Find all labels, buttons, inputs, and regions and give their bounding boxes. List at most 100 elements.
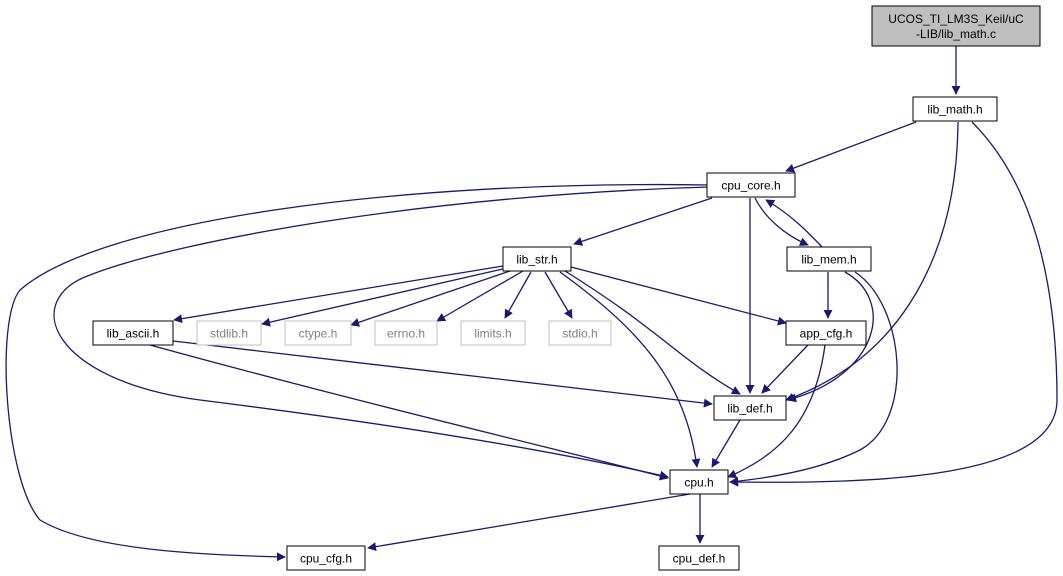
edge-arrow bbox=[172, 340, 713, 408]
node-label: -LIB/lib_math.c bbox=[916, 27, 996, 41]
node-layer: UCOS_TI_LM3S_Keil/uC-LIB/lib_math.c lib_m… bbox=[92, 5, 1041, 571]
edge-lib-str-to-stdlib bbox=[261, 267, 508, 327]
node-label: stdlib.h bbox=[210, 327, 248, 341]
node-label: ctype.h bbox=[299, 327, 338, 341]
node-box bbox=[286, 545, 366, 571]
node-box bbox=[786, 246, 872, 272]
node-lib-ascii[interactable]: lib_ascii.h bbox=[92, 320, 174, 346]
node-cpu[interactable]: cpu.h bbox=[669, 469, 729, 495]
node-box bbox=[460, 320, 526, 346]
edge-lib-str-to-ctype bbox=[350, 269, 514, 327]
edge-arrow bbox=[729, 271, 898, 486]
edge-arrow bbox=[173, 265, 504, 324]
edge-arrow bbox=[727, 344, 826, 478]
edge-arrow bbox=[761, 344, 809, 394]
edge-lib-mem-to-cpu-core bbox=[765, 199, 823, 248]
edge-lib-math-to-cpu-core bbox=[785, 121, 917, 173]
edge-cpu-core-to-lib-mem bbox=[754, 197, 809, 246]
edge-arrow bbox=[350, 269, 514, 327]
node-box bbox=[912, 96, 998, 122]
node-label: stdio.h bbox=[562, 327, 597, 341]
edge-lib-math-to-cpu bbox=[729, 121, 1058, 487]
edge-arrow bbox=[573, 197, 713, 246]
node-stdio: stdio.h bbox=[548, 320, 612, 346]
edge-arrow bbox=[785, 121, 917, 173]
node-label: UCOS_TI_LM3S_Keil/uC bbox=[888, 12, 1024, 26]
edge-cpu-core-to-lib-str bbox=[573, 197, 713, 246]
edge-layer bbox=[5, 46, 1058, 562]
edge-arrow bbox=[5, 183, 710, 562]
node-lib-math[interactable]: lib_math.h bbox=[912, 96, 998, 122]
edge-lib-def-to-cpu bbox=[711, 419, 741, 468]
edge-arrow bbox=[787, 271, 874, 403]
node-label: lib_def.h bbox=[727, 402, 772, 416]
node-label: lib_mem.h bbox=[801, 253, 856, 267]
node-box bbox=[284, 320, 352, 346]
edge-arrow bbox=[765, 199, 823, 248]
edge-app-cfg-to-cpu bbox=[727, 344, 826, 478]
node-label: cpu_cfg.h bbox=[300, 552, 352, 566]
node-stdlib: stdlib.h bbox=[196, 320, 262, 346]
edge-lib-str-to-lib-ascii bbox=[173, 265, 504, 324]
edge-arrow bbox=[785, 121, 959, 402]
edge-lib-str-to-errno bbox=[436, 270, 524, 322]
edge-arrow bbox=[711, 419, 741, 468]
edge-lib-mem-to-cpu bbox=[729, 271, 898, 486]
node-box bbox=[548, 320, 612, 346]
edge-arrow bbox=[504, 271, 532, 319]
edge-arrow bbox=[564, 270, 741, 395]
edge-arrow bbox=[367, 493, 691, 552]
node-box bbox=[871, 5, 1041, 47]
edge-lib-str-to-app-cfg bbox=[570, 266, 787, 326]
node-box bbox=[502, 246, 572, 272]
node-lib-str[interactable]: lib_str.h bbox=[502, 246, 572, 272]
node-app-cfg[interactable]: app_cfg.h bbox=[785, 320, 867, 346]
node-label: app_cfg.h bbox=[800, 327, 853, 341]
edge-lib-str-to-limits bbox=[504, 271, 532, 319]
node-limits: limits.h bbox=[460, 320, 526, 346]
edge-arrow bbox=[754, 197, 809, 246]
edge-arrow bbox=[436, 270, 524, 322]
edge-lib-str-to-lib-def bbox=[564, 270, 741, 395]
node-box bbox=[374, 320, 438, 346]
node-label: lib_ascii.h bbox=[107, 327, 160, 341]
edge-cpu-to-cpu-cfg bbox=[367, 493, 691, 552]
edge-lib-math-to-lib-def bbox=[785, 121, 959, 402]
node-box bbox=[785, 320, 867, 346]
node-label: lib_str.h bbox=[516, 253, 557, 267]
node-root: UCOS_TI_LM3S_Keil/uC-LIB/lib_math.c bbox=[871, 5, 1041, 47]
node-label: limits.h bbox=[474, 327, 511, 341]
node-label: cpu_core.h bbox=[721, 179, 780, 193]
node-label: errno.h bbox=[387, 327, 425, 341]
edge-cpu-core-to-cpu-cfg bbox=[5, 183, 710, 562]
node-label: lib_math.h bbox=[927, 103, 982, 117]
node-cpu-def[interactable]: cpu_def.h bbox=[658, 545, 740, 571]
edge-arrow bbox=[729, 121, 1058, 487]
node-ctype: ctype.h bbox=[284, 320, 352, 346]
edge-arrow bbox=[261, 267, 508, 327]
node-box bbox=[196, 320, 262, 346]
edge-lib-ascii-to-cpu bbox=[149, 344, 669, 481]
node-box bbox=[713, 395, 787, 421]
edge-arrow bbox=[53, 186, 710, 480]
node-box bbox=[92, 320, 174, 346]
edge-arrow bbox=[570, 266, 787, 326]
node-cpu-core[interactable]: cpu_core.h bbox=[706, 172, 796, 198]
node-lib-mem[interactable]: lib_mem.h bbox=[786, 246, 872, 272]
node-errno: errno.h bbox=[374, 320, 438, 346]
edge-arrow bbox=[544, 271, 573, 319]
edge-arrow bbox=[149, 344, 669, 481]
edge-arrow bbox=[559, 271, 701, 468]
node-box bbox=[669, 469, 729, 495]
edge-app-cfg-to-lib-def bbox=[761, 344, 809, 394]
node-label: cpu_def.h bbox=[673, 552, 726, 566]
node-box bbox=[706, 172, 796, 198]
edge-lib-str-to-stdio bbox=[544, 271, 573, 319]
node-box bbox=[658, 545, 740, 571]
edge-lib-ascii-to-lib-def bbox=[172, 340, 713, 408]
edge-cpu-core-to-cpu bbox=[53, 186, 710, 480]
node-cpu-cfg[interactable]: cpu_cfg.h bbox=[286, 545, 366, 571]
node-lib-def[interactable]: lib_def.h bbox=[713, 395, 787, 421]
node-label: cpu.h bbox=[684, 476, 713, 490]
